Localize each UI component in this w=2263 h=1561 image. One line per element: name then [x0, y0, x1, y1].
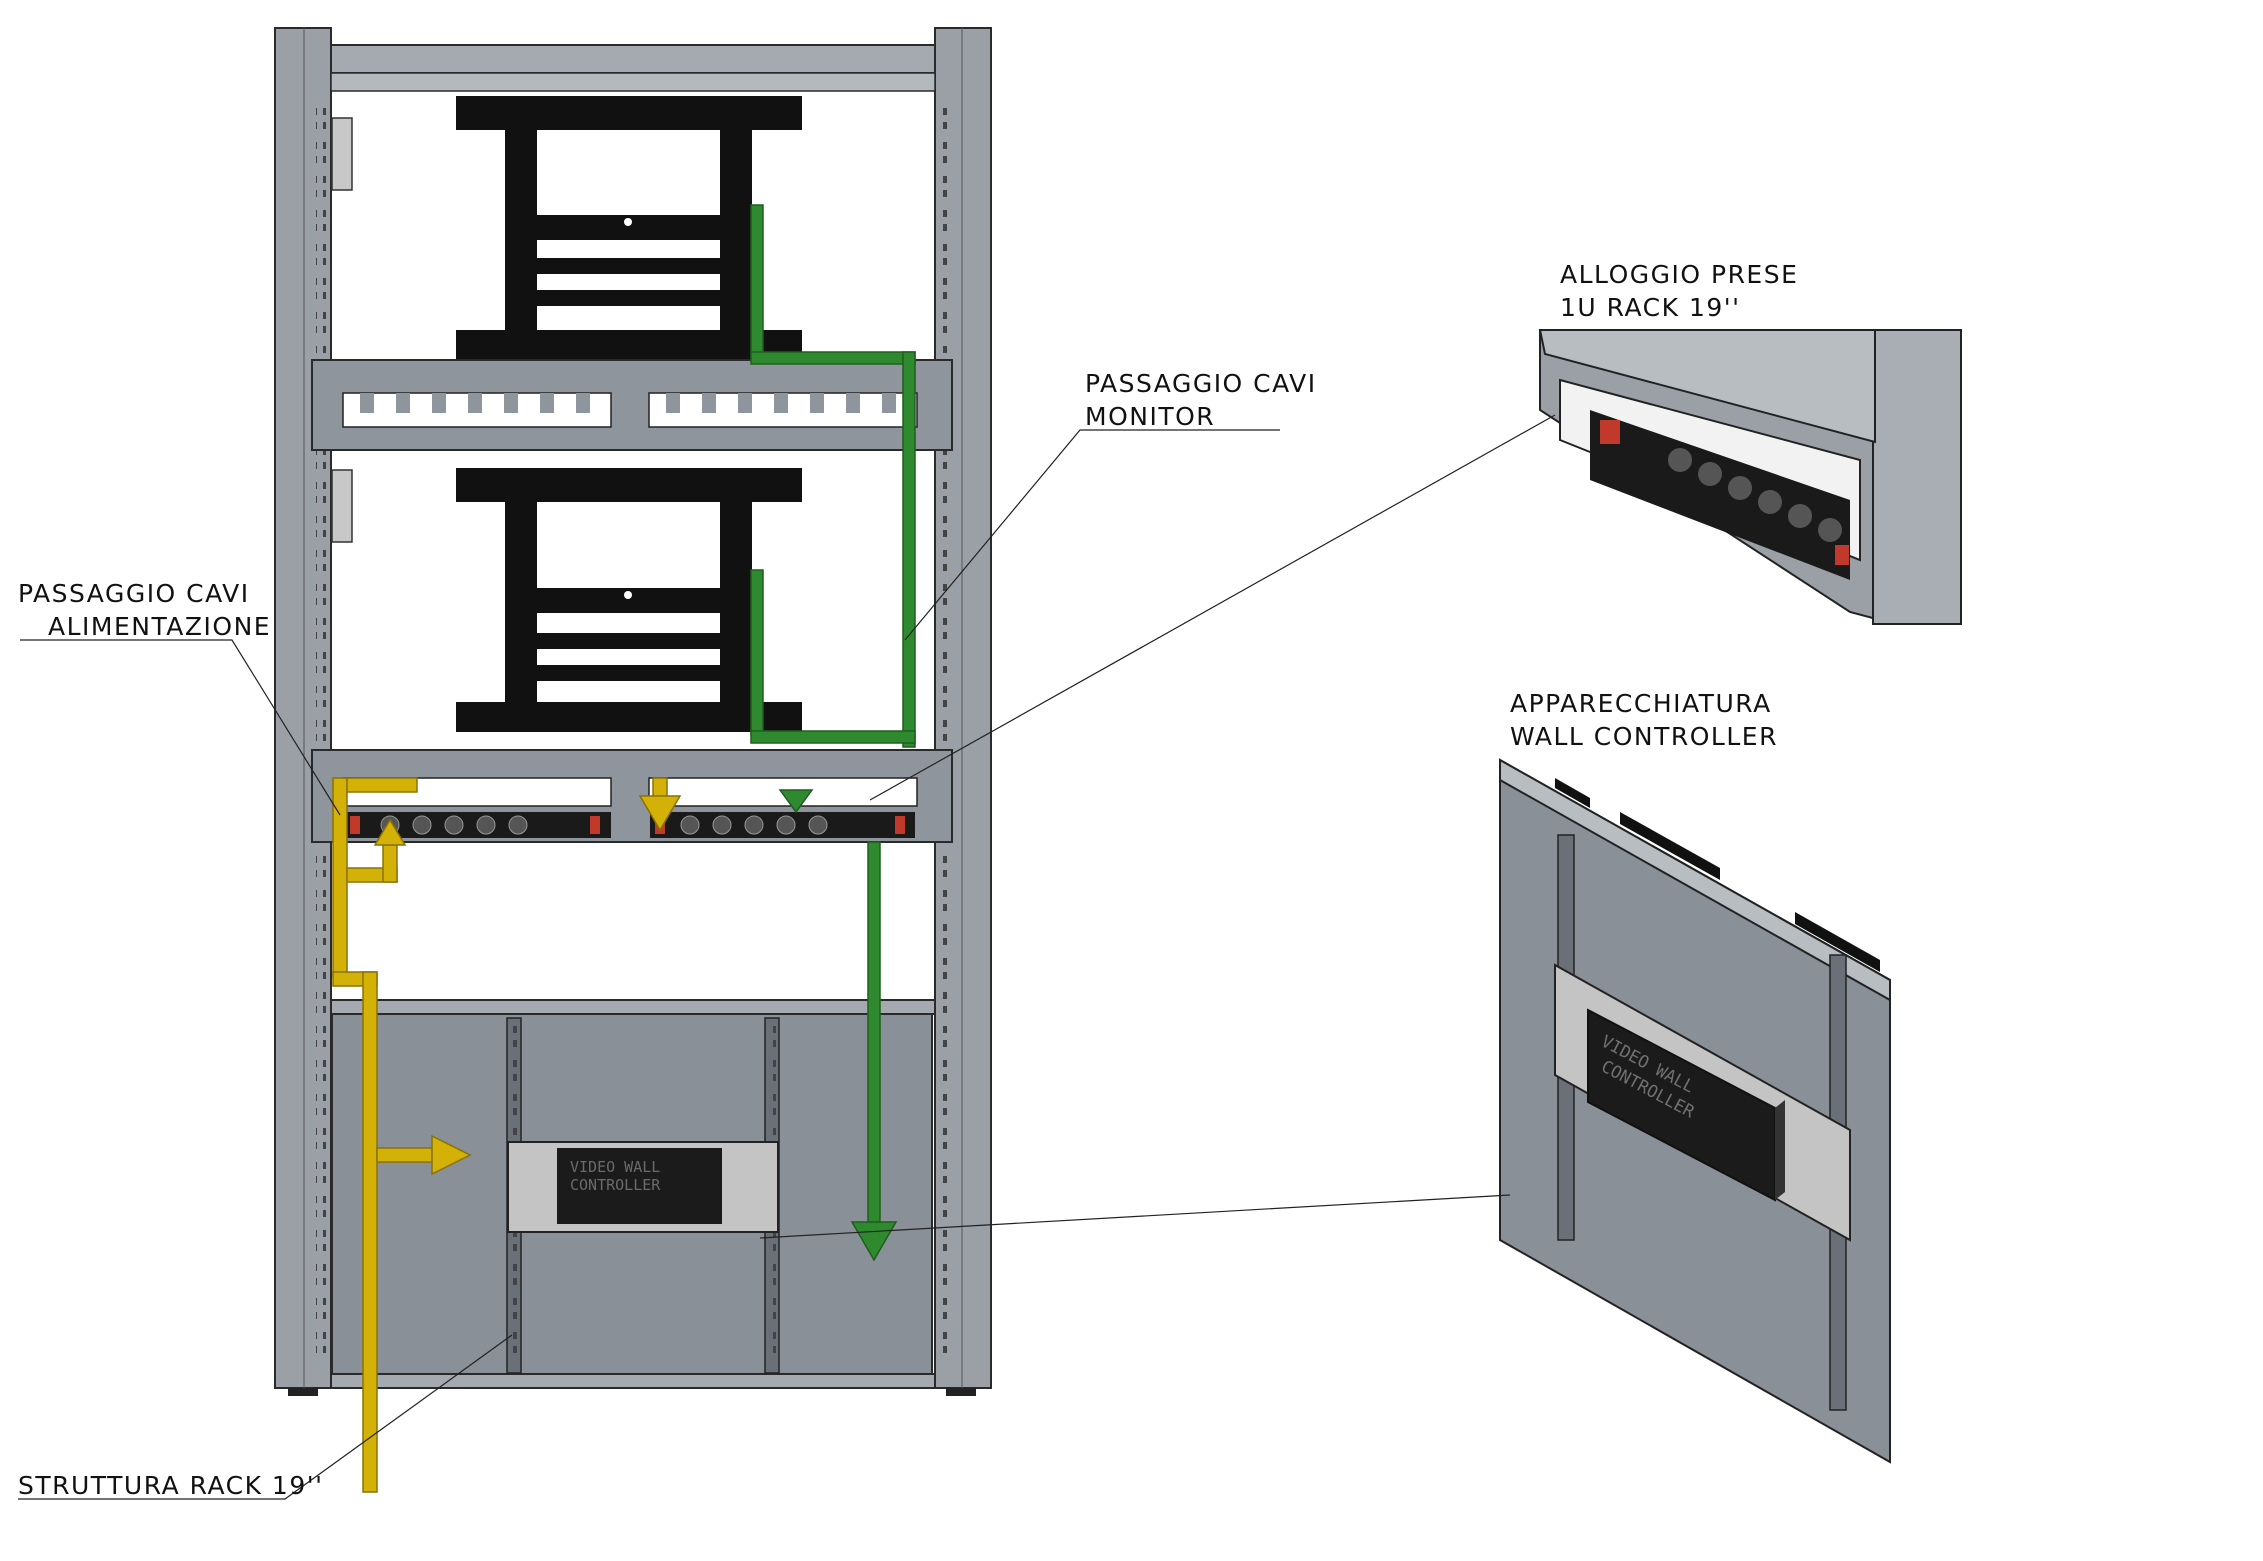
monitor-mount-top [456, 96, 802, 360]
rack-middle-beam [330, 999, 936, 1015]
label-cavi-alimentazione-2: ALIMENTAZIONE [48, 612, 271, 641]
power-socket-panel [311, 749, 953, 843]
video-wall-controller-front: VIDEO WALL CONTROLLER [507, 1141, 779, 1233]
label-alloggio-prese-1: ALLOGGIO PRESE [1560, 260, 1798, 289]
power-cable-path [332, 777, 682, 1493]
label-alloggio-prese-2: 1U RACK 19'' [1560, 293, 1741, 322]
label-cavi-alimentazione-1: PASSAGGIO CAVI [18, 579, 250, 608]
detail-socket-panel [1538, 329, 1962, 625]
label-cavi-monitor-2: MONITOR [1085, 402, 1215, 431]
label-struttura-rack: STRUTTURA RACK 19'' [18, 1471, 324, 1500]
annotation-labels: PASSAGGIO CAVI MONITOR PASSAGGIO CAVI AL… [18, 260, 1798, 1500]
device-text-line1: VIDEO WALL [570, 1158, 660, 1176]
leader-lines [18, 414, 1556, 1500]
monitor-mount-bottom [456, 468, 802, 732]
rack-top-beam [330, 44, 936, 74]
cable-panel-upper [311, 359, 953, 451]
device-text-line2: CONTROLLER [570, 1176, 661, 1194]
detail-wall-controller: VIDEO WALL CONTROLLER [1499, 758, 1891, 1464]
label-apparecchiatura-2: WALL CONTROLLER [1510, 722, 1778, 751]
label-apparecchiatura-1: APPARECCHIATURA [1510, 689, 1772, 718]
label-cavi-monitor-1: PASSAGGIO CAVI [1085, 369, 1317, 398]
